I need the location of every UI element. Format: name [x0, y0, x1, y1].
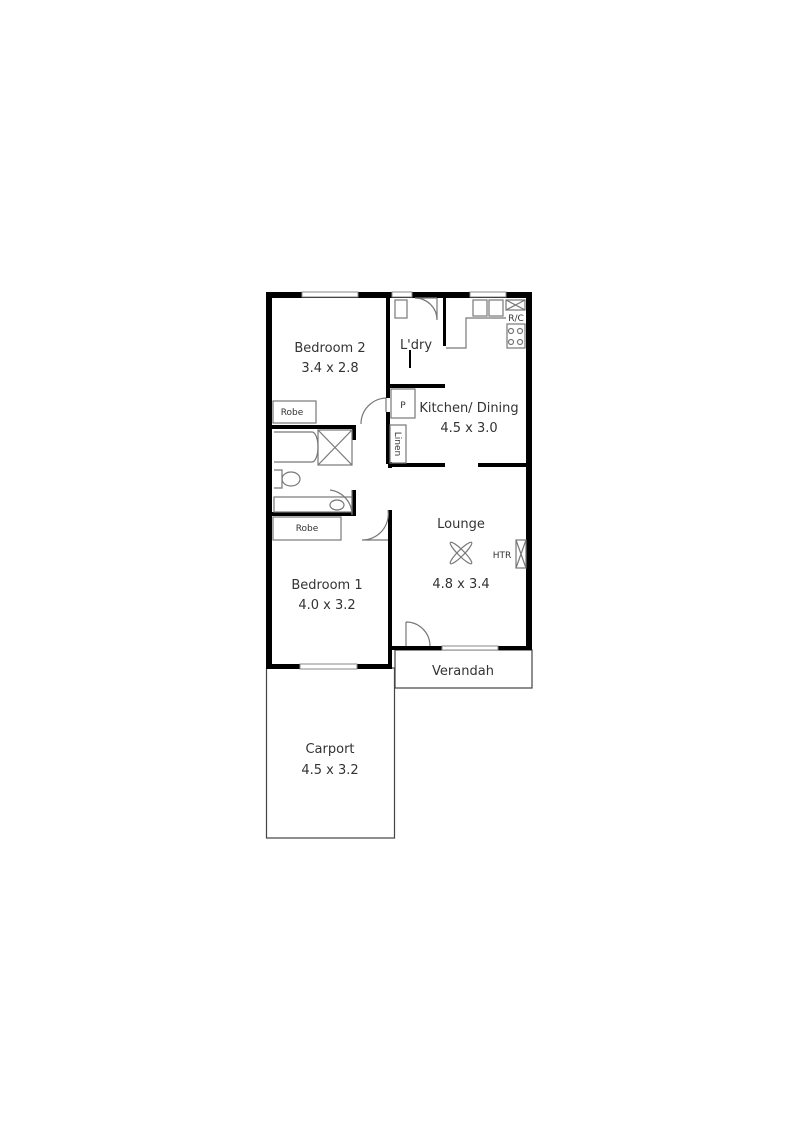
interior-walls — [266, 298, 526, 669]
linen-label: Linen — [392, 432, 402, 456]
ceiling-fan-icon — [449, 541, 473, 565]
verandah-name: Verandah — [432, 664, 494, 679]
kitchen-size: 4.5 x 3.0 — [440, 421, 497, 436]
laundry-name: L'dry — [400, 338, 432, 353]
heater-icon — [515, 539, 527, 569]
linen-cupboard — [389, 424, 407, 464]
bedroom1-name: Bedroom 1 — [291, 578, 362, 593]
robe-bedroom2-label: Robe — [281, 408, 304, 418]
kitchen-bench — [394, 299, 526, 349]
lounge-name: Lounge — [437, 517, 485, 532]
bathroom-fixtures — [273, 429, 353, 513]
aircon-label: R/C — [508, 314, 524, 324]
robe-bedroom2 — [272, 400, 317, 424]
carport-name: Carport — [305, 742, 354, 757]
kitchen-name: Kitchen/ Dining — [419, 401, 518, 416]
heater — [515, 539, 527, 569]
carport-size: 4.5 x 3.2 — [301, 763, 358, 778]
lounge-size: 4.8 x 3.4 — [432, 577, 489, 592]
bedroom1-size: 4.0 x 3.2 — [298, 598, 355, 613]
robe-bedroom1 — [272, 516, 342, 541]
robe-bedroom1-label: Robe — [296, 524, 319, 534]
windows — [299, 291, 507, 670]
heater-label: HTR — [493, 551, 512, 561]
pantry-label: P — [400, 401, 406, 411]
bedroom2-size: 3.4 x 2.8 — [301, 361, 358, 376]
pantry — [390, 388, 416, 419]
bedroom2-name: Bedroom 2 — [294, 341, 365, 356]
